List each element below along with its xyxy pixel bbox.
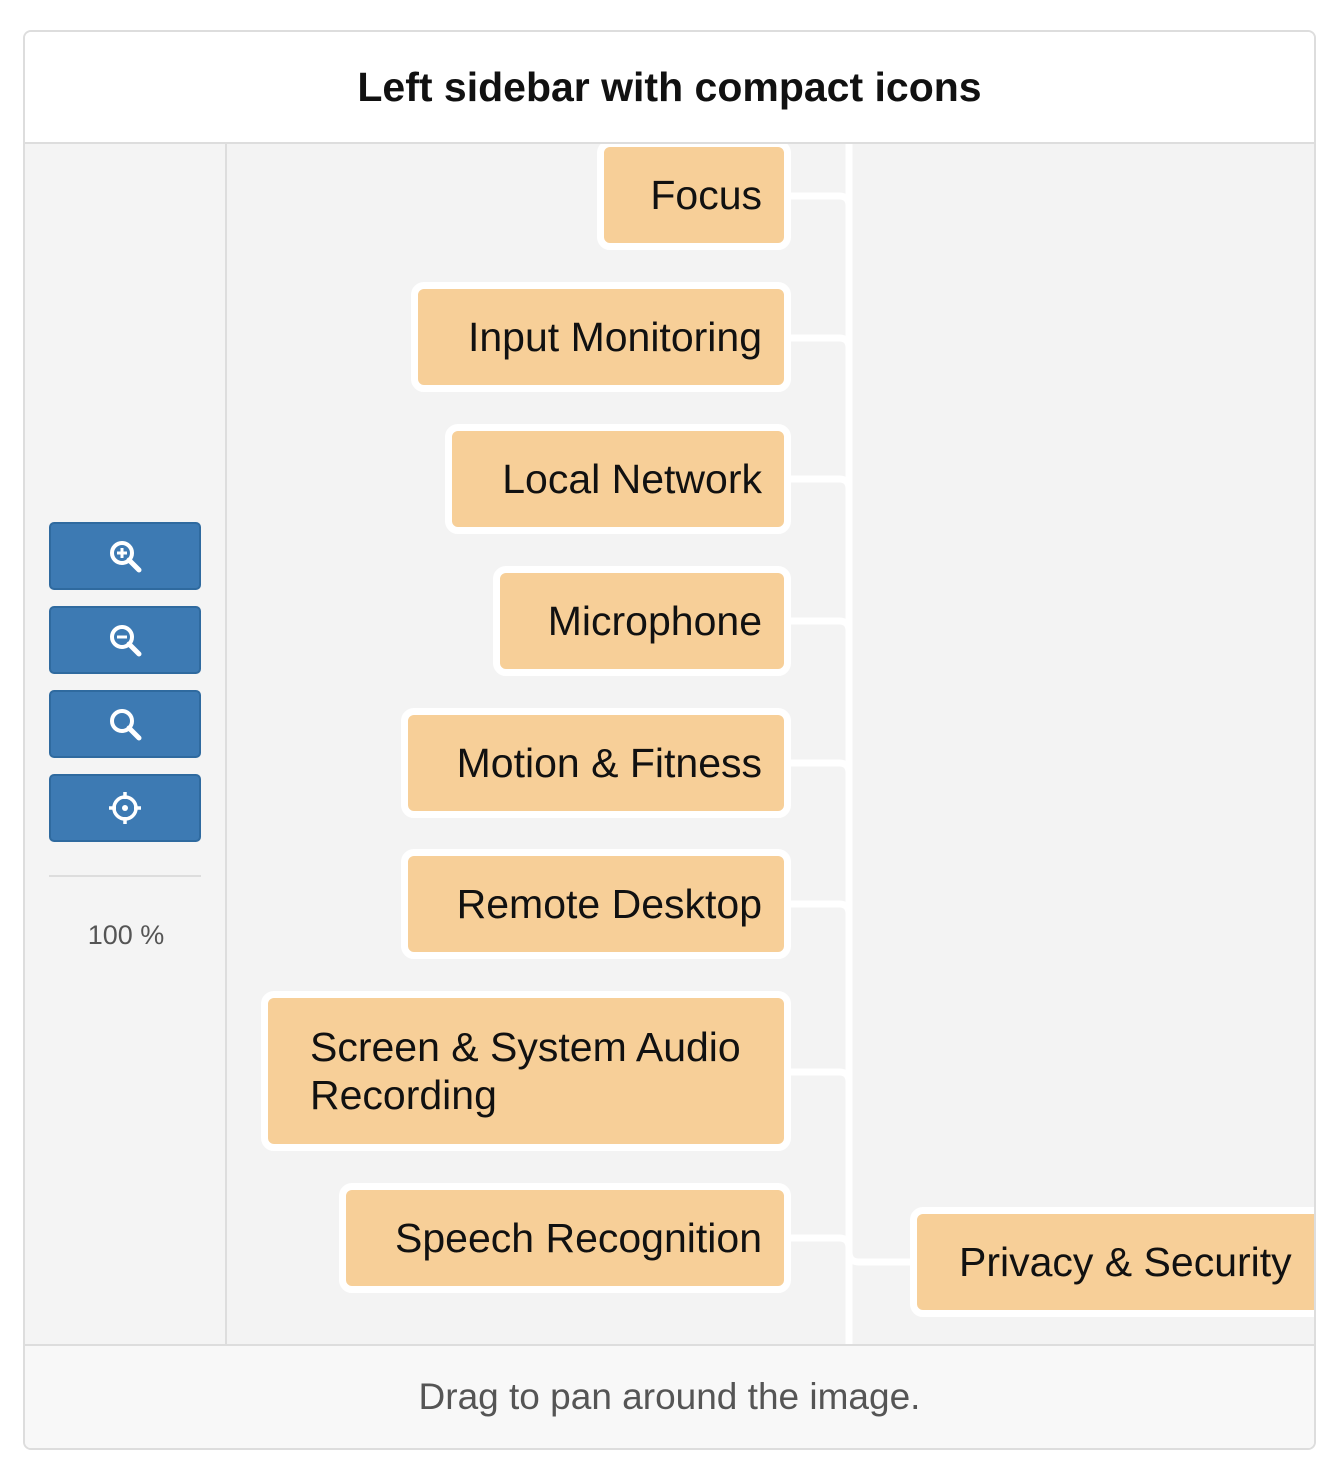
panel-title: Left sidebar with compact icons (357, 63, 982, 110)
panel-footer: Drag to pan around the image. (25, 1344, 1314, 1448)
node-label: Microphone (547, 598, 762, 644)
node-input-monitoring[interactable]: Input Monitoring (411, 282, 791, 392)
center-view-button[interactable] (49, 774, 201, 842)
node-speech-recognition[interactable]: Speech Recognition (339, 1183, 791, 1293)
node-remote-desktop[interactable]: Remote Desktop (401, 849, 791, 959)
connector-lines (787, 144, 915, 1344)
zoom-reset-button[interactable] (49, 690, 201, 758)
node-label: Input Monitoring (467, 314, 762, 360)
node-microphone[interactable]: Microphone (493, 566, 791, 676)
panel-header: Left sidebar with compact icons (25, 32, 1314, 144)
viewer-panel: Left sidebar with compact icons (23, 30, 1316, 1450)
node-privacy-security-root[interactable]: Privacy & Security (910, 1207, 1314, 1317)
node-label: Screen & System Audio Recording (310, 1024, 741, 1118)
node-label: Motion & Fitness (456, 740, 762, 786)
zoom-in-icon (110, 541, 142, 573)
node-label: Remote Desktop (456, 881, 762, 927)
search-icon (110, 709, 142, 741)
zoom-out-button[interactable] (49, 606, 201, 674)
node-local-network[interactable]: Local Network (445, 424, 791, 534)
sidebar-divider (49, 875, 201, 877)
node-label: Focus (650, 172, 762, 218)
diagram-canvas[interactable]: Focus Input Monitoring Local Network Mic… (227, 144, 1314, 1344)
zoom-in-button[interactable] (49, 522, 201, 590)
zoom-level: 100 % (87, 920, 165, 950)
node-label: Local Network (502, 456, 762, 502)
node-motion-fitness[interactable]: Motion & Fitness (401, 708, 791, 818)
node-label: Speech Recognition (395, 1215, 762, 1261)
zoom-sidebar: 100 % (25, 144, 227, 1344)
zoom-out-icon (110, 625, 142, 657)
pan-hint: Drag to pan around the image. (418, 1376, 921, 1417)
node-label: Privacy & Security (959, 1239, 1292, 1285)
node-screen-system-audio-recording[interactable]: Screen & System Audio Recording (261, 991, 791, 1151)
crosshair-icon (109, 792, 141, 824)
node-focus[interactable]: Focus (597, 144, 791, 250)
